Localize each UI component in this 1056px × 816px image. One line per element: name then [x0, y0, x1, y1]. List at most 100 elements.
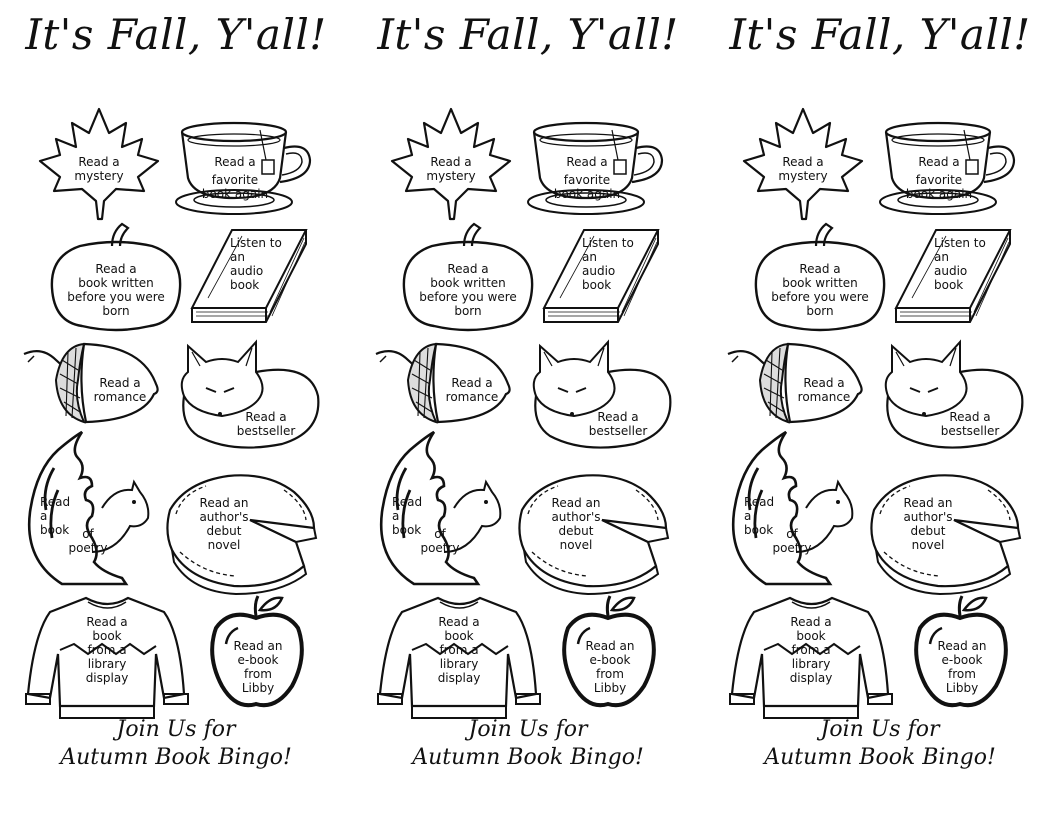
- bingo-title: It's Fall, Y'all!: [729, 10, 1031, 59]
- tile-label: before you were: [771, 290, 869, 304]
- footer-line-1: Join Us for: [820, 717, 940, 742]
- bingo-footer: Join Us for Autumn Book Bingo!: [0, 716, 352, 772]
- maple-leaf-icon: [390, 107, 512, 221]
- tile-label: Read a: [78, 155, 120, 169]
- teacup-icon: [175, 121, 312, 215]
- tile-label: debut: [558, 524, 594, 538]
- book-icon: [190, 229, 308, 323]
- tile-label: Read a: [214, 155, 256, 169]
- tile-label: poetry: [420, 541, 460, 555]
- bingo-card-2: It's Fall, Y'all! Read a mystery Read a …: [352, 0, 704, 816]
- tile-label: book again: [905, 187, 973, 201]
- teacup-icon: [527, 121, 664, 215]
- acorn-icon: [727, 342, 863, 424]
- acorn-icon: [23, 342, 159, 424]
- tile-label: e-book: [589, 653, 631, 667]
- tile-label: audio: [934, 264, 968, 278]
- tile-acorn: Read a romance: [726, 340, 866, 424]
- tile-label: from a: [439, 643, 479, 657]
- tile-label: poetry: [772, 541, 812, 555]
- tile-label: an: [934, 250, 949, 264]
- fox-icon: [884, 339, 1024, 449]
- tile-label: favorite: [211, 173, 259, 187]
- tile-label: debut: [206, 524, 242, 538]
- tile-label: romance: [445, 390, 499, 404]
- tile-teacup: Read a favorite book again: [526, 120, 666, 220]
- fox-icon: [532, 339, 672, 449]
- tile-label: library: [87, 657, 127, 671]
- bingo-title: It's Fall, Y'all!: [25, 10, 327, 59]
- tile-pie: Read an author's debut novel: [868, 470, 1028, 596]
- tile-label: of: [434, 527, 446, 541]
- sweater-icon: [729, 596, 893, 719]
- tile-label: display: [437, 671, 481, 685]
- tile-label: book: [796, 629, 826, 643]
- tile-label: Libby: [593, 681, 627, 695]
- tile-label: Read a: [799, 262, 841, 276]
- squirrel-icon: [379, 430, 502, 586]
- apple-icon: [210, 595, 304, 708]
- tile-label: book written: [78, 276, 154, 290]
- tile-label: Libby: [945, 681, 979, 695]
- tile-label: author's: [551, 510, 601, 524]
- tile-label: before you were: [419, 290, 517, 304]
- tile-label: from a: [791, 643, 831, 657]
- tile-label: Libby: [241, 681, 275, 695]
- tile-label: an: [582, 250, 597, 264]
- tile-label: e-book: [941, 653, 983, 667]
- bingo-card-1: It's Fall, Y'all! Read a mystery Read a …: [0, 0, 352, 816]
- tile-label: Read a: [949, 410, 991, 424]
- footer-line-2: Autumn Book Bingo!: [60, 745, 292, 770]
- tile-label: Read: [40, 495, 71, 509]
- tile-label: debut: [910, 524, 946, 538]
- tile-label: book again: [201, 187, 269, 201]
- sweater-icon: [25, 596, 189, 719]
- tile-label: mystery: [778, 169, 828, 183]
- tile-label: Read: [744, 495, 775, 509]
- tile-label: book: [40, 523, 70, 537]
- tile-pie: Read an author's debut novel: [164, 470, 324, 596]
- tile-label: a: [392, 509, 400, 523]
- tile-book: Listen to an audio book: [188, 226, 308, 332]
- tile-label: display: [789, 671, 833, 685]
- tile-label: Read an: [585, 639, 635, 653]
- tile-label: author's: [199, 510, 249, 524]
- tile-squirrel: Read a book of poetry: [726, 428, 860, 586]
- tile-fox: Read a bestseller: [876, 336, 1028, 454]
- tile-label: Read an: [937, 639, 987, 653]
- tile-label: before you were: [67, 290, 165, 304]
- tile-label: Read a: [95, 262, 137, 276]
- tile-label: romance: [93, 390, 147, 404]
- pie-icon: [518, 474, 670, 596]
- tile-label: book again: [553, 187, 621, 201]
- pumpkin-icon: [402, 222, 534, 332]
- tile-label: Read a: [918, 155, 960, 169]
- tile-pumpkin: Read a book written before you were born: [402, 222, 534, 332]
- tile-acorn: Read a romance: [22, 340, 162, 424]
- tile-label: poetry: [68, 541, 108, 555]
- tile-label: novel: [207, 538, 241, 552]
- tile-label: book: [230, 278, 260, 292]
- bingo-footer: Join Us for Autumn Book Bingo!: [352, 716, 704, 772]
- apple-icon: [914, 595, 1008, 708]
- tile-label: book: [392, 523, 422, 537]
- tile-label: Read an: [233, 639, 283, 653]
- pie-icon: [166, 474, 318, 596]
- apple-icon: [562, 595, 656, 708]
- tile-fox: Read a bestseller: [524, 336, 676, 454]
- tile-label: born: [806, 304, 834, 318]
- tile-apple: Read an e-book from Libby: [210, 594, 306, 712]
- tile-label: book: [934, 278, 964, 292]
- tile-label: Read a: [803, 376, 845, 390]
- tile-label: novel: [559, 538, 593, 552]
- tile-label: book written: [782, 276, 858, 290]
- tile-label: Listen to: [582, 236, 634, 250]
- tile-label: Read a: [782, 155, 824, 169]
- tile-label: Read a: [99, 376, 141, 390]
- tile-label: bestseller: [588, 424, 648, 438]
- tile-label: of: [82, 527, 94, 541]
- acorn-icon: [375, 342, 511, 424]
- book-icon: [542, 229, 660, 323]
- tile-label: e-book: [237, 653, 279, 667]
- tile-label: Read a: [86, 615, 128, 629]
